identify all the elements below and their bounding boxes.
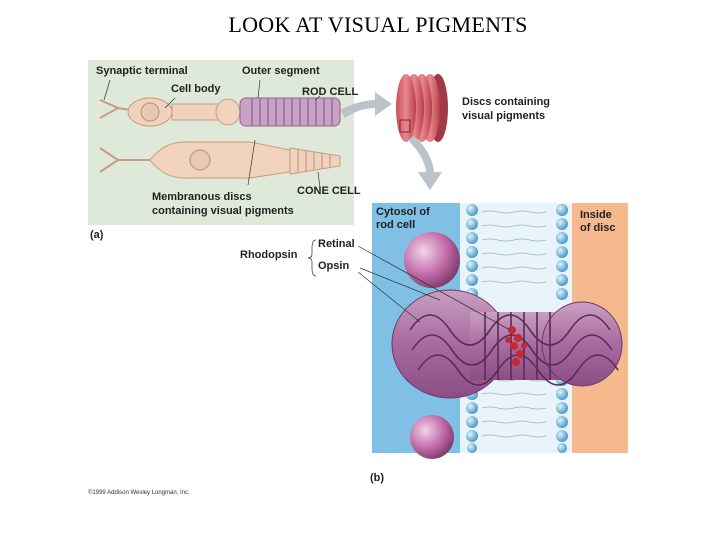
peripheral-protein-bottom bbox=[410, 415, 454, 459]
peripheral-protein-top bbox=[404, 232, 460, 288]
label-rhodopsin: Rhodopsin bbox=[240, 249, 298, 261]
label-opsin: Opsin bbox=[318, 260, 350, 272]
label-membranous-discs-2: containing visual pigments bbox=[152, 205, 294, 217]
arrow-to-membrane bbox=[408, 136, 442, 190]
label-discs-2: visual pigments bbox=[462, 110, 546, 122]
label-synaptic-terminal: Synaptic terminal bbox=[96, 65, 188, 77]
disc-stack bbox=[396, 74, 448, 142]
panel-a-leader-lines bbox=[103, 79, 321, 189]
panel-b-label: (b) bbox=[370, 472, 385, 484]
cone-cell-drawing bbox=[99, 141, 341, 179]
label-membranous-discs-1: Membranous discs bbox=[152, 191, 252, 203]
label-retinal: Retinal bbox=[318, 238, 355, 250]
label-inside-2: of disc bbox=[580, 222, 616, 234]
rhodopsin-protein bbox=[391, 289, 623, 399]
label-cytosol-1: Cytosol of bbox=[376, 206, 430, 218]
label-cone-cell: CONE CELL bbox=[297, 185, 361, 197]
label-discs-1: Discs containing bbox=[462, 96, 551, 108]
label-cell-body: Cell body bbox=[171, 83, 221, 95]
label-outer-segment: Outer segment bbox=[242, 65, 320, 77]
label-rod-cell: ROD CELL bbox=[302, 86, 359, 98]
label-cytosol-2: rod cell bbox=[376, 219, 416, 231]
arrow-to-discs bbox=[340, 92, 392, 118]
copyright-notice: ©1999 Addison Wesley Longman, Inc. bbox=[88, 490, 190, 496]
label-inside-1: Inside bbox=[580, 209, 612, 221]
slide-title: LOOK AT VISUAL PIGMENTS bbox=[228, 12, 528, 37]
retinal-molecule bbox=[505, 326, 527, 366]
panel-b-leader-lines bbox=[307, 239, 511, 331]
rod-cell-drawing bbox=[99, 97, 341, 127]
lipid-tails bbox=[481, 210, 547, 438]
panel-a-label: (a) bbox=[90, 229, 104, 241]
